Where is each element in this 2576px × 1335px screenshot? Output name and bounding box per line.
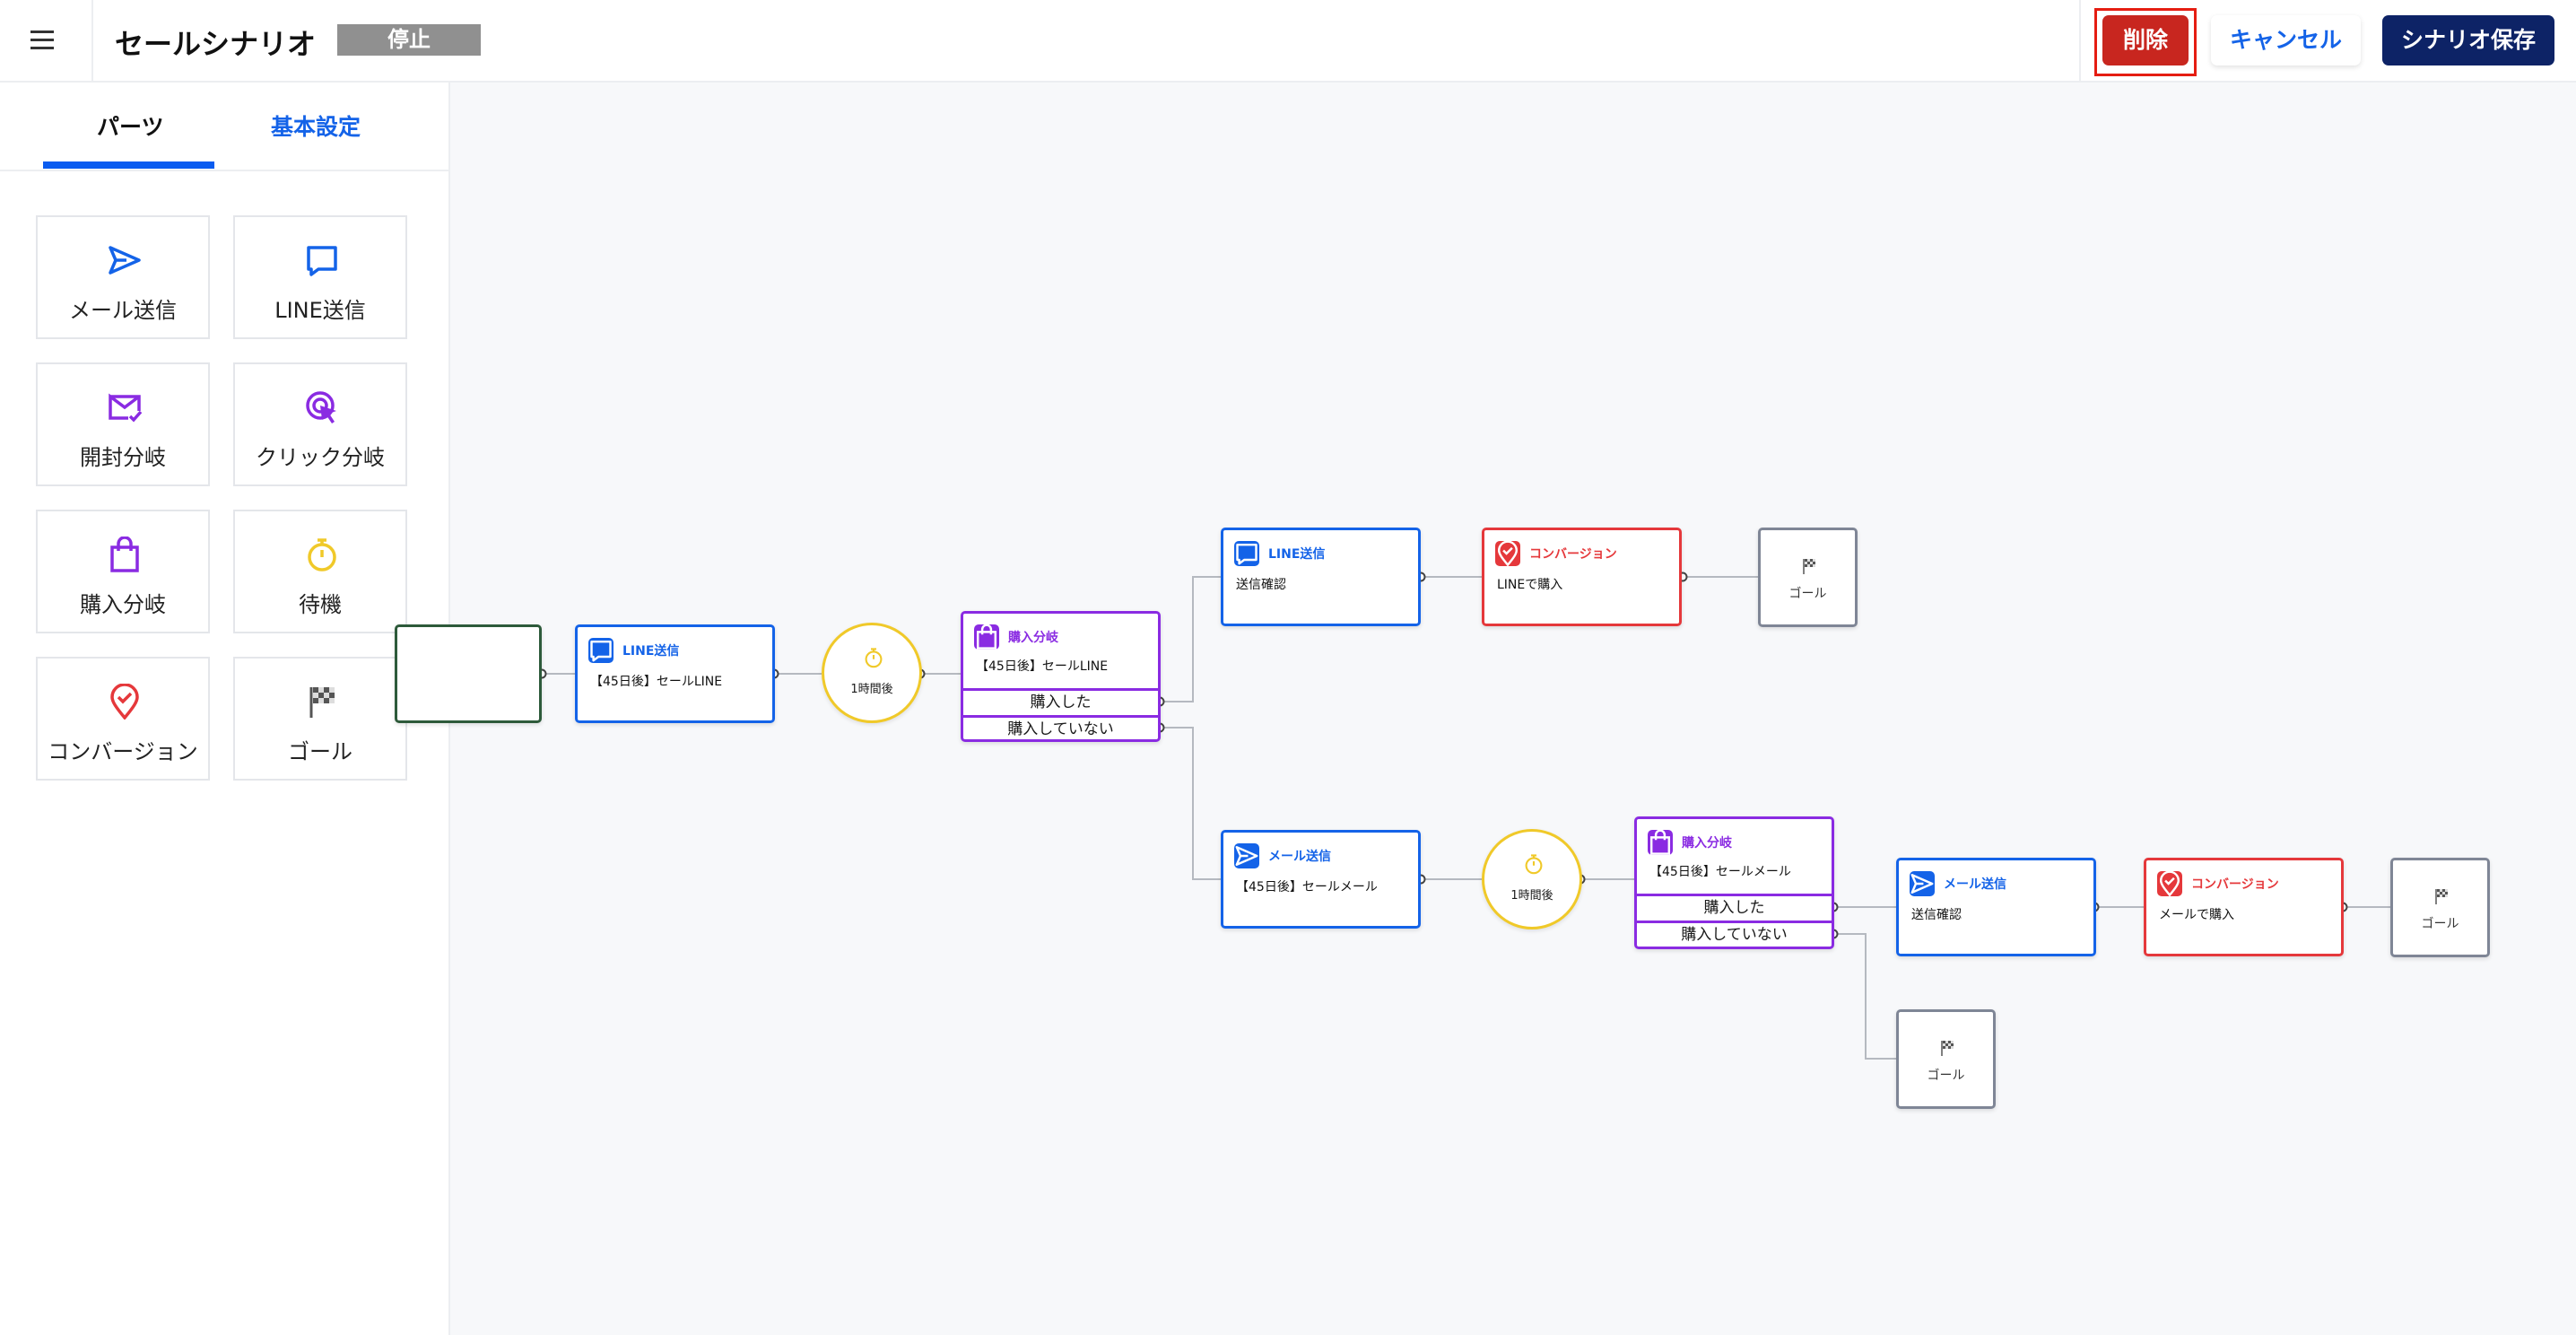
- goal-node[interactable]: ゴール: [1896, 1009, 1996, 1109]
- node-title: メール送信: [1944, 877, 2006, 892]
- part-click[interactable]: クリック分岐: [233, 362, 407, 486]
- mail-send-node[interactable]: メール送信送信確認: [1896, 858, 2096, 956]
- highlight-outline: [2094, 8, 2197, 76]
- node-title: メール送信: [1268, 850, 1331, 864]
- part-send[interactable]: メール送信: [36, 215, 210, 339]
- branch-option[interactable]: 購入していない: [963, 715, 1158, 742]
- part-label: LINE送信: [274, 298, 366, 323]
- status-badge: 停止: [337, 24, 481, 56]
- node-title: 購入分岐: [1008, 631, 1058, 645]
- part-label: ゴール: [288, 739, 352, 764]
- conversion-node[interactable]: コンバージョンメールで購入: [2144, 858, 2344, 956]
- menu-icon[interactable]: [30, 31, 54, 50]
- checkered-flag-icon: [1803, 559, 1815, 574]
- part-mail-check[interactable]: 開封分岐: [36, 362, 210, 486]
- cancel-button[interactable]: キャンセル: [2211, 15, 2361, 65]
- node-body: メールで購入: [2159, 908, 2234, 922]
- chat-icon: [1234, 541, 1259, 566]
- part-chat[interactable]: LINE送信: [233, 215, 407, 339]
- send-icon: [1234, 843, 1259, 868]
- chat-icon: [588, 638, 614, 663]
- stopwatch-icon: [1525, 854, 1543, 875]
- connector: [1160, 727, 1221, 880]
- delete-button[interactable]: 削除: [2102, 15, 2189, 65]
- connector: [1160, 576, 1221, 702]
- page-title: セールシナリオ: [115, 27, 317, 61]
- tab-basic-settings[interactable]: 基本設定: [271, 114, 361, 140]
- send-icon: [109, 246, 141, 275]
- stopwatch-icon: [308, 538, 336, 572]
- location-check-icon: [110, 684, 139, 720]
- sidebar: パーツ 基本設定 メール送信 LINE送信開封分岐 クリック分岐購入分岐 待機コンバー…: [0, 83, 450, 1335]
- checkered-flag-icon: [1941, 1041, 1954, 1056]
- goal-label: ゴール: [1927, 1069, 1965, 1083]
- node-title: 購入分岐: [1682, 836, 1732, 851]
- goal-node[interactable]: ゴール: [1758, 528, 1858, 627]
- branch-option[interactable]: 購入した: [963, 688, 1158, 715]
- node-body: 送信確認: [1911, 908, 1962, 922]
- part-location-check[interactable]: コンバージョン: [36, 657, 210, 781]
- part-label: メール送信: [69, 298, 177, 323]
- wait-label: 1時間後: [1510, 889, 1553, 903]
- location-check-icon: [2157, 870, 2182, 897]
- chat-icon: [307, 246, 337, 276]
- node-body: LINEで購入: [1497, 578, 1563, 592]
- part-label: 開封分岐: [80, 445, 166, 470]
- line-send-node[interactable]: LINE送信送信確認: [1221, 528, 1421, 626]
- active-tab-indicator: [43, 161, 214, 169]
- goal-node[interactable]: ゴール: [2390, 858, 2490, 957]
- part-checkered-flag[interactable]: ゴール: [233, 657, 407, 781]
- divider: [91, 0, 93, 83]
- checkered-flag-icon: [2435, 889, 2448, 904]
- click-icon: [306, 391, 336, 423]
- start-node[interactable]: [395, 624, 542, 723]
- tab-parts[interactable]: パーツ: [97, 114, 164, 140]
- part-label: コンバージョン: [48, 739, 198, 764]
- part-shopping-bag[interactable]: 購入分岐: [36, 510, 210, 633]
- node-body: 送信確認: [1236, 578, 1286, 592]
- divider: [2079, 0, 2081, 83]
- branch-option[interactable]: 購入していない: [1637, 921, 1832, 947]
- checkered-flag-icon: [309, 687, 335, 718]
- shopping-bag-icon: [110, 537, 139, 572]
- goal-label: ゴール: [2421, 917, 2459, 931]
- line-send-node[interactable]: LINE送信【45日後】セールLINE: [575, 624, 775, 723]
- purchase-branch-node[interactable]: 購入分岐【45日後】セールメール購入した購入していない: [1634, 816, 1834, 949]
- node-body: 【45日後】セールLINE: [590, 675, 723, 689]
- top-bar: セールシナリオ 停止 削除 キャンセル シナリオ保存: [0, 0, 2576, 83]
- part-label: 購入分岐: [80, 592, 166, 617]
- stopwatch-icon: [865, 648, 883, 668]
- wait-node[interactable]: 1時間後: [822, 623, 922, 723]
- purchase-branch-node[interactable]: 購入分岐【45日後】セールLINE 購入した購入していない: [961, 611, 1161, 742]
- wait-node[interactable]: 1時間後: [1482, 829, 1582, 929]
- node-body: 【45日後】セールメール: [1236, 880, 1378, 894]
- node-body: 【45日後】セールLINE: [976, 659, 1109, 674]
- save-scenario-button[interactable]: シナリオ保存: [2382, 15, 2554, 65]
- part-label: クリック分岐: [256, 445, 385, 470]
- divider: [0, 170, 450, 171]
- location-check-icon: [1495, 540, 1520, 567]
- node-title: LINE送信: [1268, 547, 1326, 562]
- branch-option[interactable]: 購入した: [1637, 894, 1832, 921]
- shopping-bag-icon: [1648, 829, 1673, 855]
- conversion-node[interactable]: コンバージョン LINEで購入: [1482, 528, 1682, 626]
- goal-label: ゴール: [1788, 587, 1827, 601]
- node-body: 【45日後】セールメール: [1649, 865, 1791, 879]
- part-label: 待機: [299, 592, 342, 617]
- mail-check-icon: [109, 393, 143, 423]
- part-stopwatch[interactable]: 待機: [233, 510, 407, 633]
- connector: [1833, 933, 1896, 1060]
- mail-send-node[interactable]: メール送信【45日後】セールメール: [1221, 830, 1421, 929]
- shopping-bag-icon: [974, 624, 999, 650]
- node-title: LINE送信: [622, 644, 680, 659]
- node-title: コンバージョン: [2191, 877, 2279, 892]
- send-icon: [1910, 871, 1935, 896]
- wait-label: 1時間後: [850, 683, 893, 696]
- node-title: コンバージョン: [1529, 547, 1617, 562]
